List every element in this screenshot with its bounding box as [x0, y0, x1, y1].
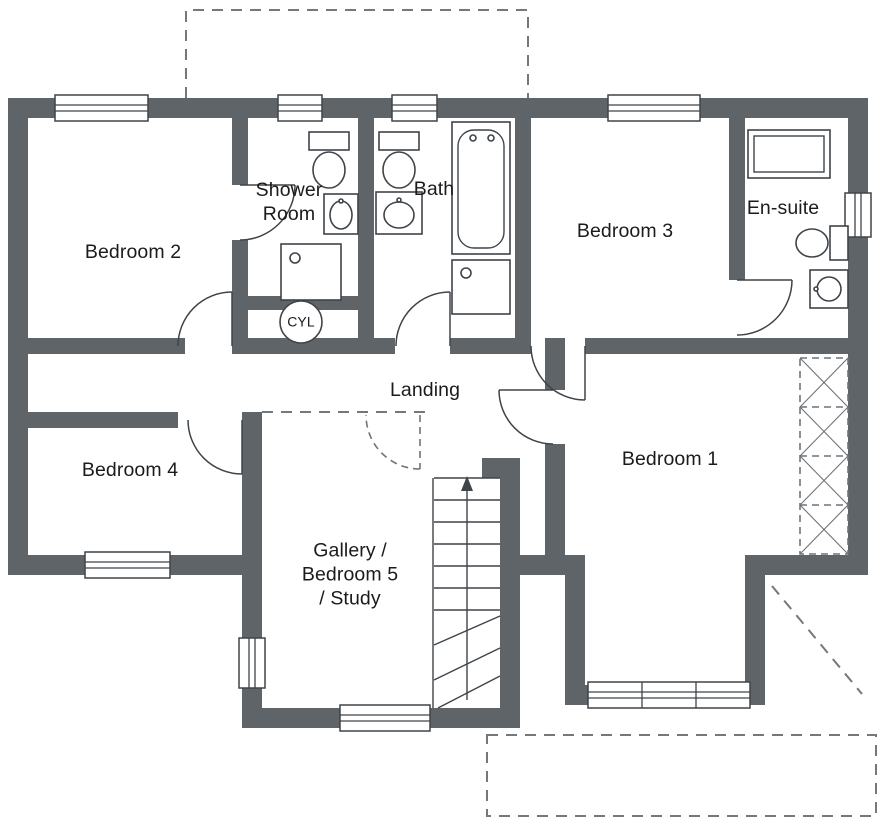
- bathtub: [451, 121, 511, 255]
- window: [587, 681, 751, 709]
- shower-drain-icon: [460, 267, 472, 279]
- wall: [745, 338, 848, 354]
- tap-icon: [469, 134, 477, 142]
- window: [277, 94, 323, 122]
- roofline-dashed-bottom-right: [486, 585, 877, 817]
- toilet: [795, 228, 829, 258]
- toilet: [308, 131, 350, 151]
- shower-tray: [451, 259, 511, 315]
- walls: [8, 98, 868, 728]
- tap-icon: [338, 198, 344, 204]
- toilet: [382, 151, 416, 189]
- wall: [729, 118, 745, 280]
- door-swing: [177, 291, 233, 347]
- wall: [242, 412, 262, 575]
- doors: [177, 184, 793, 475]
- wall: [450, 338, 515, 354]
- toilet: [378, 131, 420, 151]
- cylinder-cupboard: [279, 300, 323, 344]
- toilet: [312, 151, 346, 189]
- ensuite-fixtures: [747, 129, 849, 309]
- tap-icon: [396, 197, 402, 203]
- door-opening-dashed: [365, 414, 421, 470]
- tap-icon: [487, 134, 495, 142]
- door-swing: [395, 291, 451, 347]
- shower-tray: [753, 135, 825, 173]
- shower-tray: [280, 243, 342, 301]
- wall: [358, 338, 395, 354]
- sink: [383, 201, 415, 229]
- toilet: [829, 225, 849, 261]
- window: [54, 94, 149, 122]
- windows: [54, 94, 872, 732]
- wall: [500, 555, 585, 575]
- window: [391, 94, 438, 122]
- window: [238, 637, 266, 689]
- window: [339, 704, 431, 732]
- wall: [232, 338, 358, 354]
- wall: [500, 575, 520, 728]
- shower-drain-icon: [289, 252, 301, 264]
- shower-tray: [747, 129, 831, 179]
- door-swing: [187, 419, 243, 475]
- window: [607, 94, 701, 122]
- wall: [358, 118, 374, 354]
- wall: [28, 412, 178, 428]
- wall: [585, 338, 745, 354]
- sink: [816, 276, 842, 302]
- stairs-direction-arrow: [461, 476, 473, 700]
- wall: [745, 575, 765, 705]
- wall: [500, 458, 520, 555]
- roofline-dashed-top: [185, 9, 529, 98]
- wall: [232, 240, 248, 338]
- sink: [329, 200, 353, 230]
- wall: [565, 575, 585, 705]
- wall: [515, 118, 531, 354]
- shower-room-fixtures: [280, 131, 359, 301]
- bathroom-fixtures: [375, 121, 511, 315]
- door-swing: [498, 389, 554, 445]
- wall: [545, 444, 565, 555]
- window: [844, 192, 872, 238]
- window: [84, 551, 171, 579]
- wall: [745, 555, 868, 575]
- tap-icon: [813, 286, 819, 292]
- wall: [28, 338, 185, 354]
- wall: [545, 338, 565, 390]
- wall: [232, 118, 248, 185]
- wall: [848, 98, 868, 575]
- door-swing: [239, 184, 296, 241]
- door-swing: [530, 345, 586, 401]
- door-swing: [736, 279, 793, 336]
- wardrobe: [799, 357, 849, 555]
- wall: [8, 98, 28, 575]
- stairs: [432, 476, 501, 709]
- bathtub: [457, 129, 505, 249]
